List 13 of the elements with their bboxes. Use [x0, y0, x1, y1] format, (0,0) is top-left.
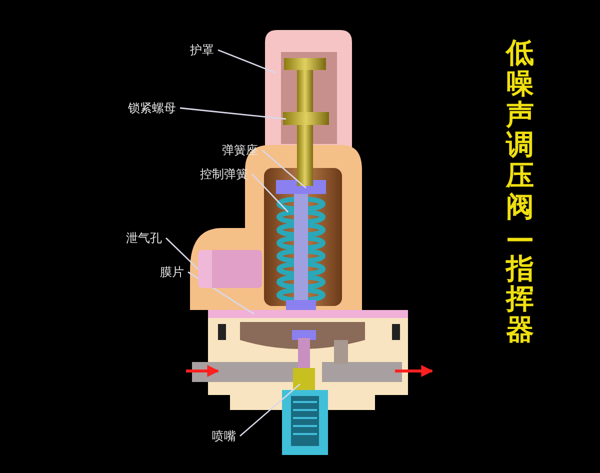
diagram-title: 低噪声调压阀—指挥器: [506, 38, 534, 346]
part-label: 膜片: [160, 264, 184, 280]
leader-line: [180, 107, 286, 120]
leader-line: [240, 383, 300, 437]
leader-line: [166, 238, 198, 270]
part-label: 护罩: [190, 42, 214, 58]
leader-line: [252, 174, 288, 212]
part-label: 喷嘴: [212, 428, 236, 444]
leader-line: [218, 49, 276, 74]
part-label: 泄气孔: [126, 230, 162, 246]
vent-pipe: [198, 250, 262, 288]
leader-line: [262, 149, 306, 189]
part-label: 锁紧螺母: [128, 100, 176, 116]
